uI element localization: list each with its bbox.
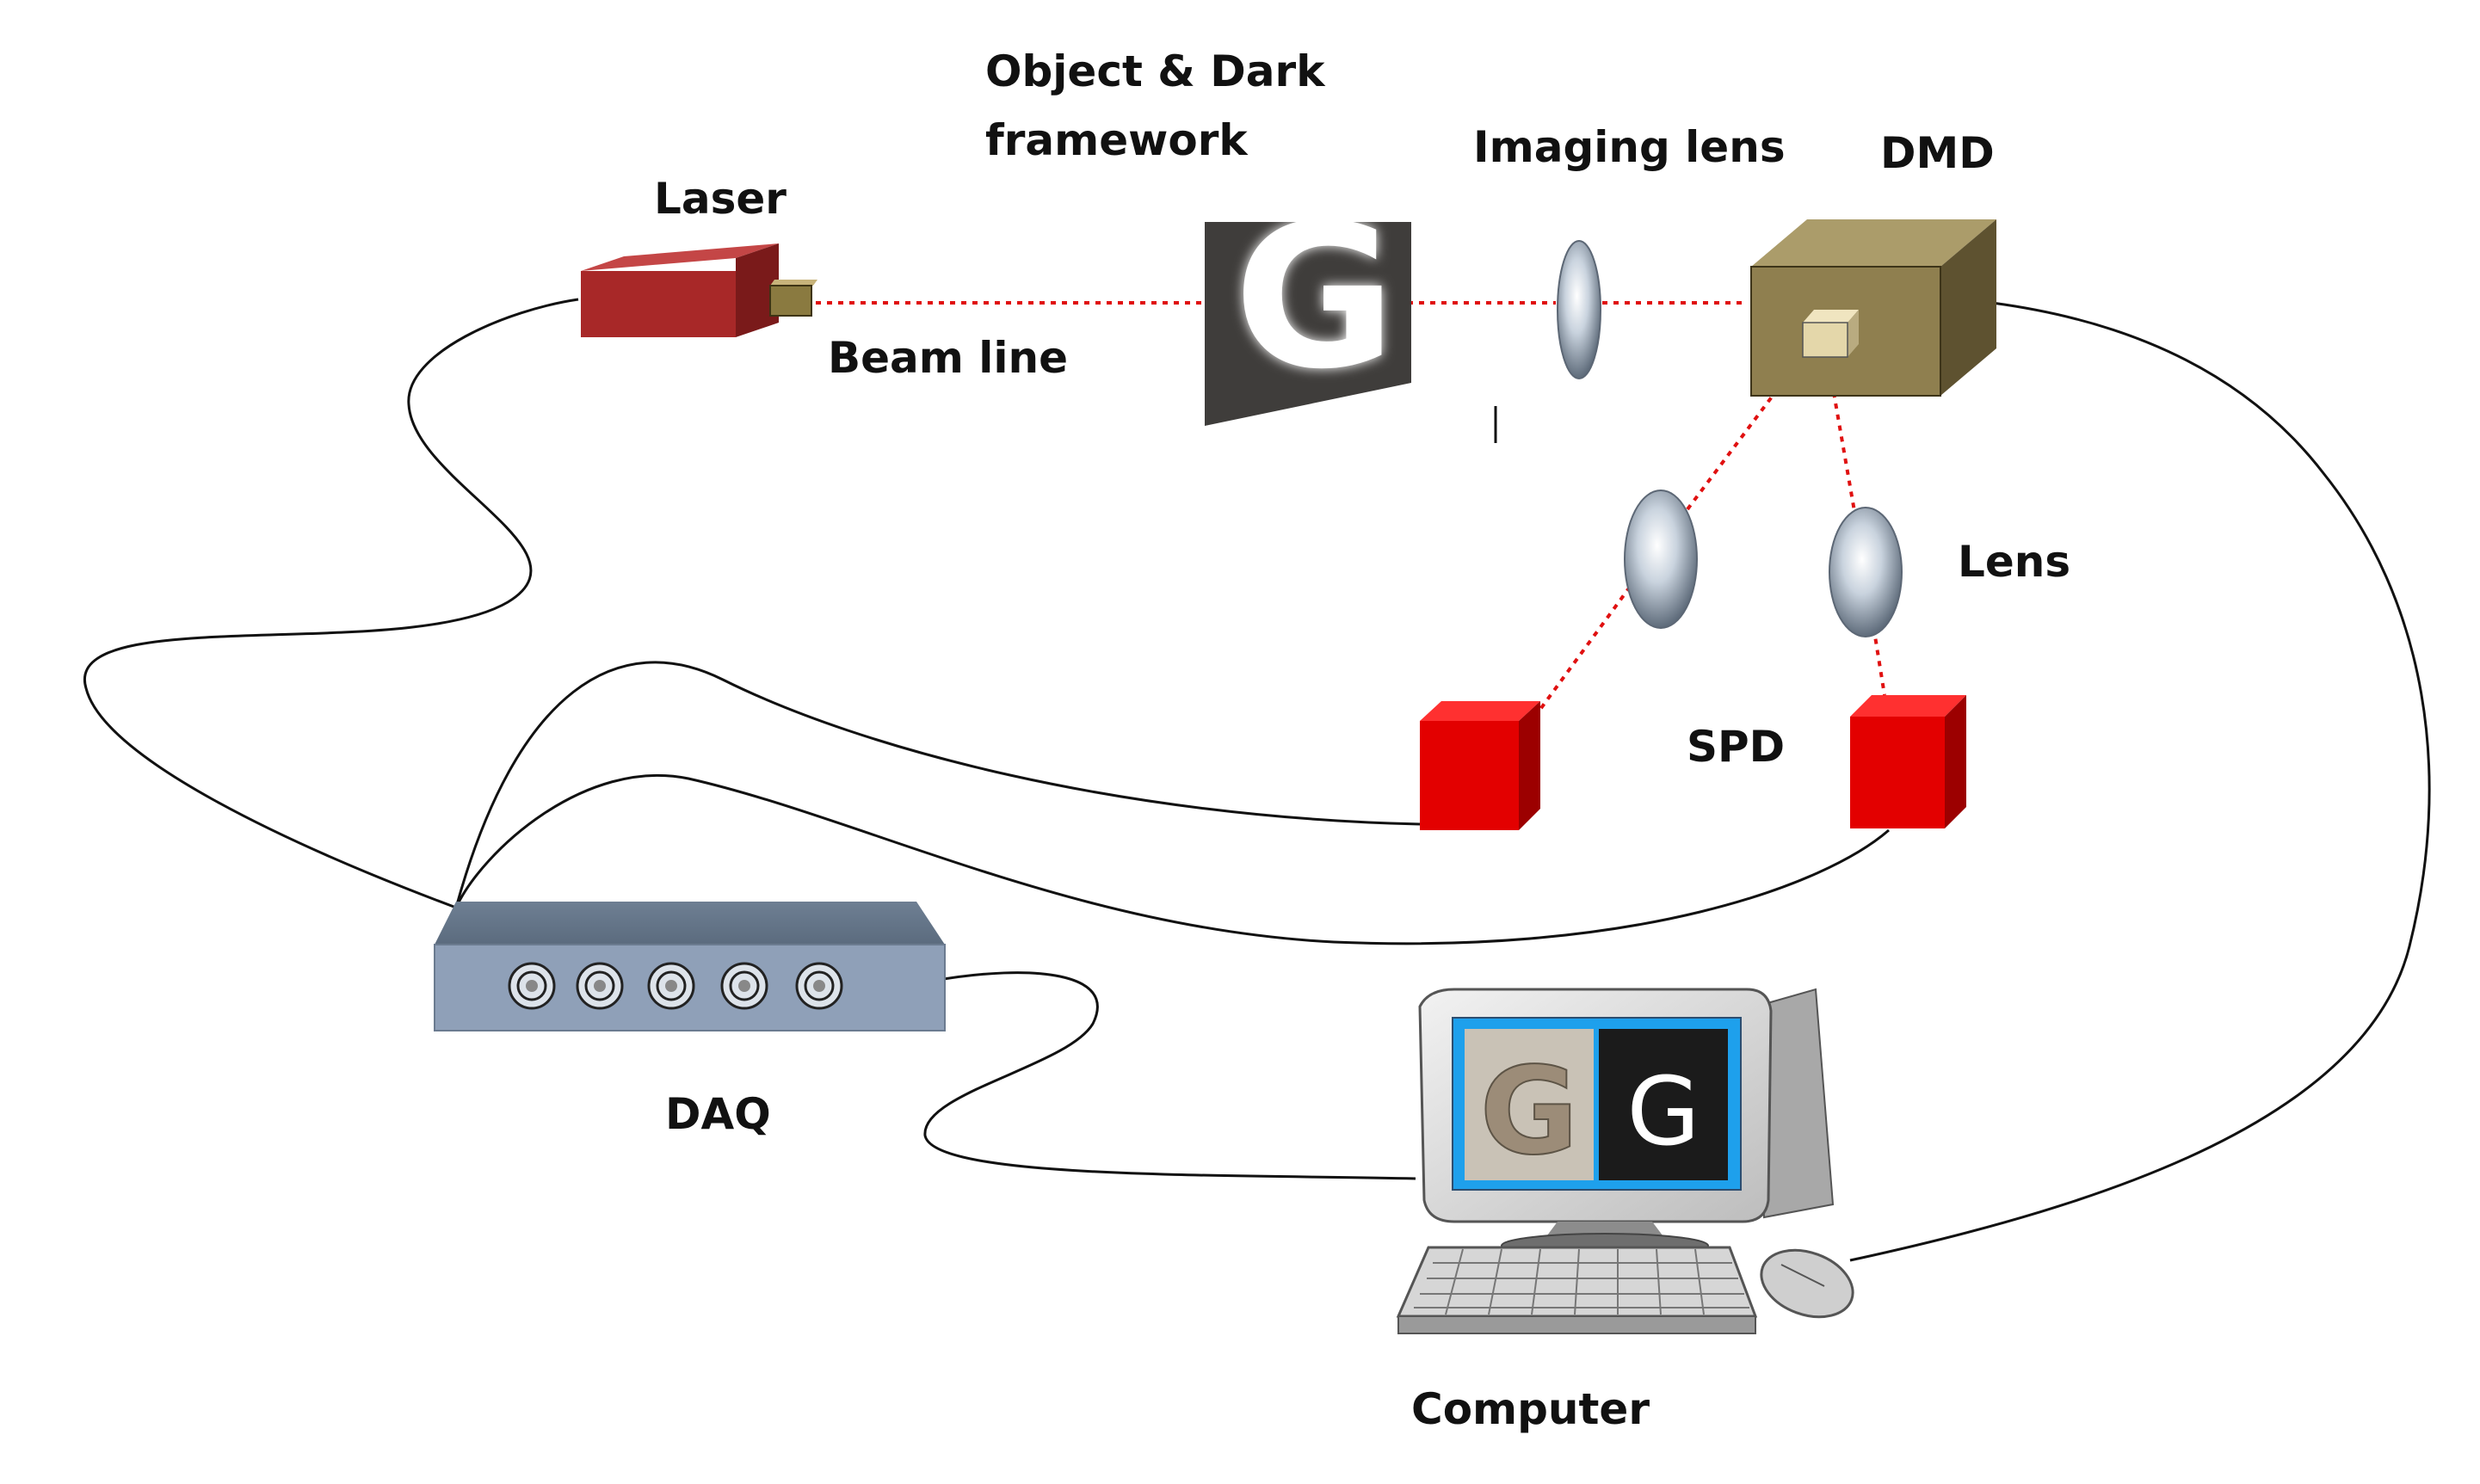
daq-connector-5 (795, 962, 843, 1010)
label-imaging-lens: Imaging lens (1473, 122, 1786, 172)
label-computer: Computer (1411, 1384, 1650, 1434)
daq-connector-2 (576, 962, 624, 1010)
imaging-lens (1557, 240, 1601, 379)
dmd (1750, 219, 1996, 397)
cable-spd-right-to-daq (454, 773, 1890, 945)
daq-connector-1 (508, 962, 556, 1010)
spd-right (1850, 695, 1966, 828)
screen-letter-left: G (1480, 1042, 1579, 1182)
label-daq: DAQ (665, 1089, 771, 1139)
mouse (1760, 1248, 1854, 1319)
laser-output-port (769, 285, 812, 317)
label-spd: SPD (1687, 722, 1785, 772)
cables (83, 298, 2431, 1262)
daq-connector-3 (647, 962, 695, 1010)
cable-spd-left-to-daq (454, 661, 1421, 908)
object-letter-g: G (1234, 183, 1397, 413)
label-object-line1: Object & Dark (985, 46, 1326, 96)
cable-dmd-to-computer (1849, 301, 2431, 1262)
keyboard (1396, 1246, 1758, 1334)
computer: G G (1396, 988, 1854, 1334)
spd-left (1420, 701, 1540, 830)
label-dmd: DMD (1880, 128, 1995, 178)
daq-connector-4 (720, 962, 768, 1010)
dmd-mirror-chip (1802, 310, 1859, 358)
object-framework: G (1205, 183, 1411, 426)
label-laser: Laser (654, 174, 787, 224)
screen-letter-right: G (1626, 1056, 1700, 1167)
cable-laser-to-daq (83, 298, 579, 909)
screen-panel-left (1465, 1029, 1594, 1180)
label-lens: Lens (1958, 537, 2070, 587)
label-beam-line: Beam line (828, 333, 1068, 383)
laser (581, 243, 817, 337)
label-object-line2: framework (985, 115, 1249, 165)
labels: Laser Beam line Object & Dark framework … (654, 46, 2070, 1434)
lens-right (1829, 507, 1903, 637)
daq-device (434, 902, 946, 1031)
lens-left (1624, 490, 1698, 629)
screen-panel-right (1599, 1029, 1728, 1180)
cable-daq-to-computer (923, 971, 1416, 1180)
